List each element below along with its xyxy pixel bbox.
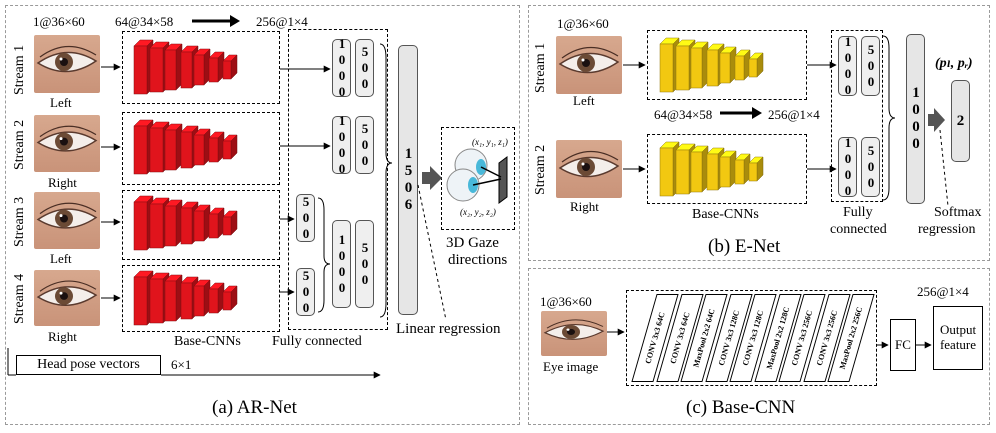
arnet-cnn-row-3-layer-3 bbox=[164, 199, 183, 247]
arnet-cnn-row-1-layer-7 bbox=[222, 54, 238, 80]
enet-panel bbox=[528, 5, 990, 261]
arnet-eye-image-4 bbox=[34, 270, 100, 326]
arnet-fc2-500: 500 bbox=[355, 116, 374, 174]
enet-cnn-row-1-layer-3 bbox=[690, 41, 709, 89]
arnet-cnn-row-4-layer-6 bbox=[208, 282, 225, 314]
enet-size-arrow bbox=[720, 107, 762, 119]
basecnn-input-size: 1@36×60 bbox=[540, 294, 592, 309]
arnet-eye-label-1: Left bbox=[50, 95, 72, 110]
basecnn-output-label-1: Output bbox=[939, 322, 977, 338]
enet-cnn-row-2-layer-6 bbox=[734, 153, 751, 185]
arnet-head-pose-dim: 6×1 bbox=[171, 357, 192, 372]
enet-fully-label-1: Fully bbox=[843, 205, 873, 220]
enet-output-2: 2 bbox=[951, 80, 970, 162]
arnet-fc2-1000: 1000 bbox=[332, 113, 351, 177]
arnet-cnn-row-4-layer-5 bbox=[193, 279, 211, 317]
arnet-cnn-row-4-layer-2 bbox=[149, 272, 170, 324]
arnet-concat-1506: 1506 bbox=[398, 45, 418, 315]
arnet-eye-label-2: Right bbox=[48, 175, 77, 190]
enet-cnn-row-2-layer-3 bbox=[690, 145, 709, 193]
basecnn-output-size: 256@1×4 bbox=[917, 284, 969, 299]
arnet-eye-image-3 bbox=[34, 192, 100, 249]
enet-concat-1000: 1000 bbox=[906, 34, 925, 204]
basecnn-eye-label: Eye image bbox=[543, 359, 599, 374]
arnet-head-pose-box: Head pose vectors bbox=[16, 355, 161, 375]
arnet-caption: (a) AR-Net bbox=[212, 397, 297, 418]
arnet-cnn-row-1-layer-3 bbox=[164, 43, 183, 91]
arnet-gaze-label-1: 3D Gaze bbox=[446, 235, 499, 251]
arnet-cnn-row-2-layer-5 bbox=[193, 128, 211, 166]
arnet-gaze-eyeballs bbox=[446, 148, 508, 204]
arnet-cnn-row-2-layer-6 bbox=[208, 131, 225, 163]
enet-prob-label: (pₗ, pᵣ) bbox=[935, 56, 973, 71]
arnet-eye-label-3: Left bbox=[50, 251, 72, 266]
arnet-eye-label-4: Right bbox=[48, 329, 77, 344]
enet-caption: (b) E-Net bbox=[708, 236, 781, 257]
arnet-size-arrow bbox=[192, 15, 240, 27]
arnet-cnn-in-size: 64@34×58 bbox=[115, 14, 174, 29]
enet-softmax-label-2: regression bbox=[918, 222, 976, 237]
basecnn-eye-image bbox=[541, 311, 607, 356]
basecnn-output-label-2: feature bbox=[939, 337, 977, 352]
enet-cnn-row-1-layer-6 bbox=[734, 49, 751, 81]
basecnn-fc-box: FC bbox=[890, 319, 916, 371]
arnet-cnn-box-3 bbox=[122, 190, 280, 260]
arnet-cnn-row-3-layer-7 bbox=[222, 210, 238, 236]
arnet-fc34-1000: 1000 bbox=[332, 220, 351, 308]
enet-fc2-1000: 1000 bbox=[838, 135, 857, 199]
enet-cnn-in-size: 64@34×58 bbox=[654, 107, 713, 122]
arnet-linear-regression-label: Linear regression bbox=[396, 321, 501, 337]
arnet-fc1-1000: 1000 bbox=[332, 36, 351, 100]
enet-softmax-label-1: Softmax bbox=[934, 205, 982, 220]
arnet-connectors bbox=[7, 43, 447, 379]
arnet-fc34-500: 500 bbox=[355, 220, 374, 308]
enet-eye-image-2 bbox=[556, 140, 622, 198]
arnet-cnn-row-2-layer-7 bbox=[222, 134, 238, 160]
arnet-cnn-box-2 bbox=[122, 112, 280, 185]
arnet-cnn-row-4-layer-7 bbox=[222, 285, 238, 311]
arnet-cnn-box-4 bbox=[122, 265, 280, 332]
arnet-fc1-500: 500 bbox=[355, 39, 374, 97]
enet-eye-label-1: Left bbox=[573, 93, 595, 108]
arnet-input-size: 1@36×60 bbox=[33, 14, 85, 29]
arnet-panel bbox=[5, 5, 520, 425]
arnet-cnn-blocks bbox=[133, 39, 238, 326]
arnet-cnn-row-4-layer-3 bbox=[164, 274, 183, 322]
enet-eye-image-1 bbox=[556, 36, 622, 94]
arnet-fc3-500: 500 bbox=[296, 194, 315, 242]
enet-fc1-1000: 1000 bbox=[838, 34, 857, 98]
arnet-cnn-out-size: 256@1×4 bbox=[256, 14, 308, 29]
arnet-eye-image-1 bbox=[34, 35, 100, 93]
arnet-eye-image-2 bbox=[34, 115, 100, 172]
enet-fc1-500: 500 bbox=[861, 36, 880, 96]
enet-eye-label-2: Right bbox=[570, 199, 599, 214]
enet-base-cnns-label: Base-CNNs bbox=[692, 207, 759, 222]
enet-fc-box bbox=[831, 30, 883, 202]
arnet-gaze-label-2: directions bbox=[448, 252, 508, 268]
enet-cnn-row-1-layer-5 bbox=[719, 46, 737, 84]
arnet-fc-box bbox=[288, 29, 388, 330]
enet-cnn-row-2-layer-7 bbox=[748, 156, 764, 182]
arnet-gaze-coord-1: (x₁, y₁, z₁) bbox=[472, 137, 508, 147]
basecnn-layers-box bbox=[626, 290, 877, 386]
enet-cnn-row-1-layer-7 bbox=[748, 52, 764, 78]
enet-cnn-box-2 bbox=[647, 134, 807, 204]
arnet-base-cnns-label: Base-CNNs bbox=[174, 334, 241, 349]
arnet-cnn-box-1 bbox=[122, 31, 280, 104]
enet-cnn-out-size: 256@1×4 bbox=[768, 107, 820, 122]
enet-cnn-box-1 bbox=[647, 30, 807, 100]
enet-fully-label-2: connected bbox=[830, 222, 887, 237]
arnet-fully-connected-label: Fully connected bbox=[272, 334, 362, 349]
enet-fc2-500: 500 bbox=[861, 137, 880, 197]
arnet-fc4-500: 500 bbox=[296, 268, 315, 316]
enet-input-size: 1@36×60 bbox=[557, 16, 609, 31]
arnet-gaze-coord-2: (x₂, y₂, z₂) bbox=[460, 207, 496, 217]
basecnn-caption: (c) Base-CNN bbox=[686, 397, 796, 418]
basecnn-panel bbox=[528, 268, 990, 425]
arnet-cnn-row-1-layer-5 bbox=[193, 48, 211, 86]
